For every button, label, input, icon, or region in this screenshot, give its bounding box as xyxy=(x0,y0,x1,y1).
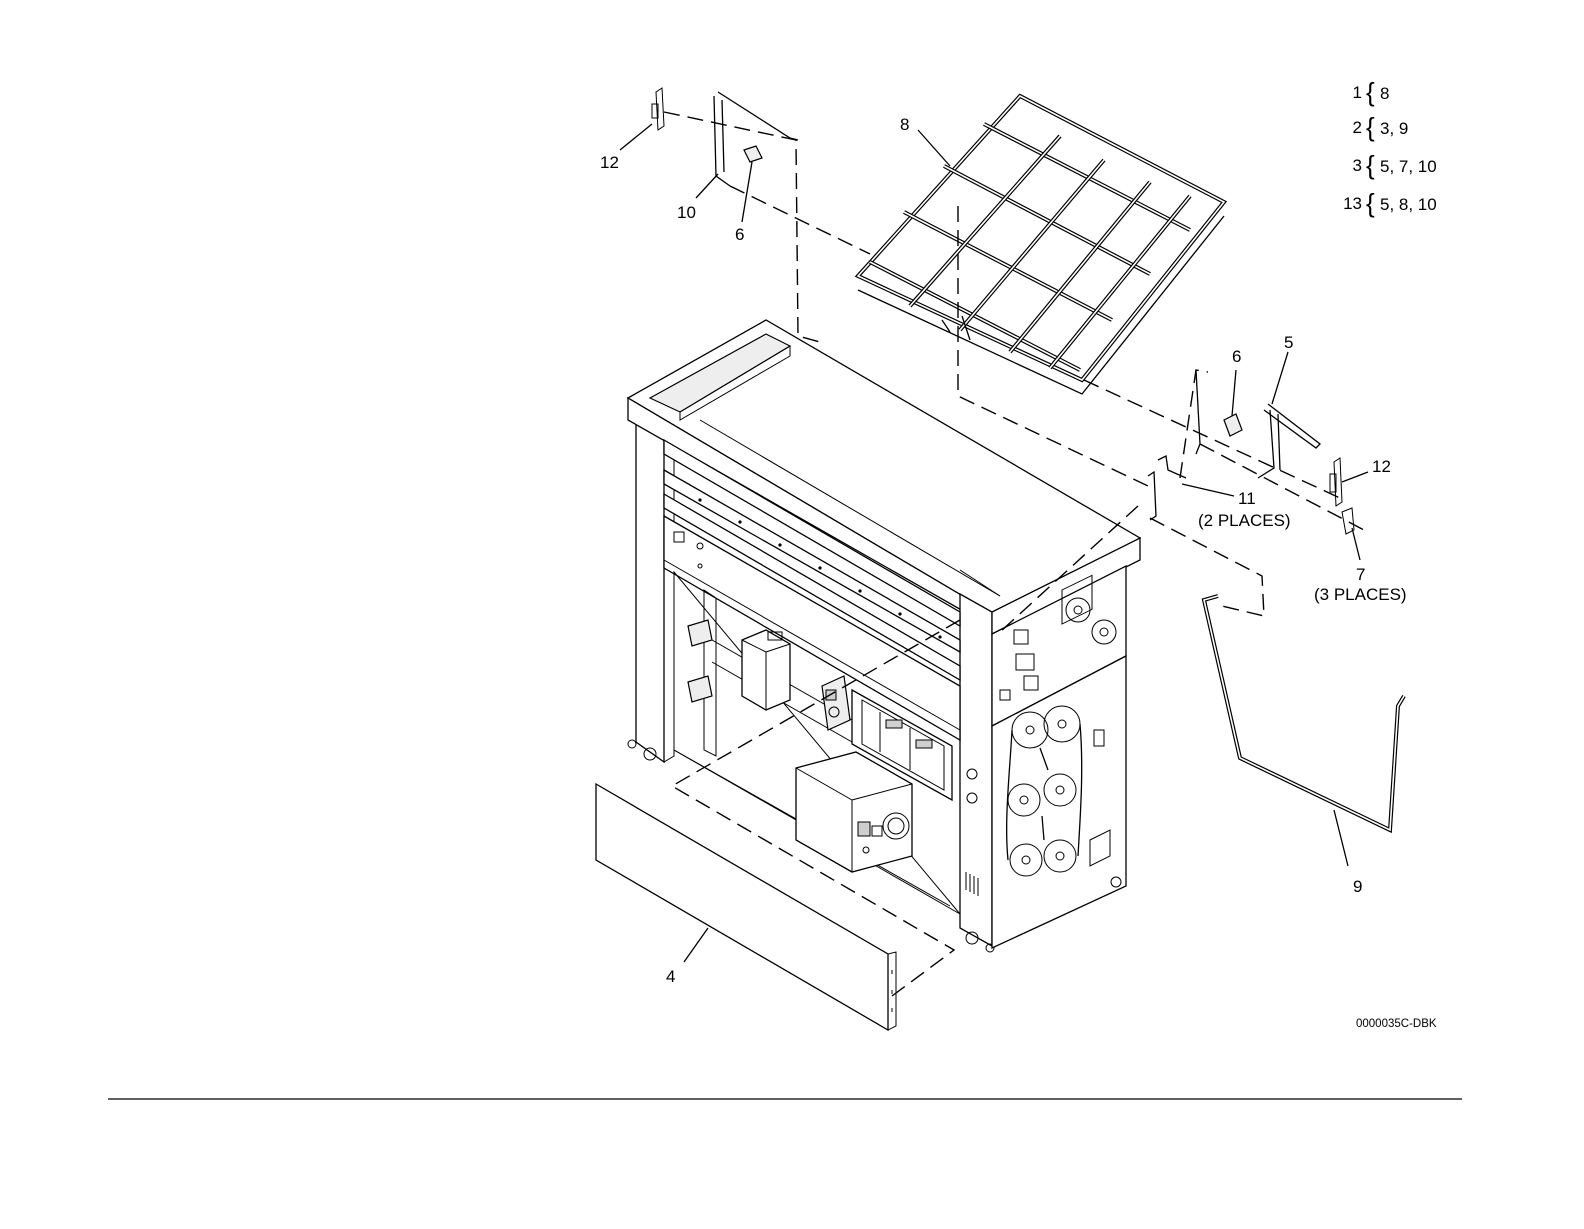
callout-4: 4 xyxy=(666,967,675,986)
assembly-legend: 1 { 8 2 { 3, 9 3 { 5, 7, 10 13 { 5, 8, 1… xyxy=(1343,77,1437,218)
callout-12-right: 12 xyxy=(1372,457,1391,476)
callout-11: 11 xyxy=(1238,489,1256,508)
callout-9: 9 xyxy=(1353,877,1362,896)
callout-5: 5 xyxy=(1284,333,1293,352)
legend-row: 1 { 8 xyxy=(1353,77,1390,107)
legend-brace: { xyxy=(1366,150,1375,180)
legend-brace: { xyxy=(1366,77,1375,107)
callout-11-places-note: (2 PLACES) xyxy=(1198,511,1291,530)
output-tray-wire-basket xyxy=(858,96,1224,394)
callout-7: 7 xyxy=(1356,565,1365,584)
callout-6-left: 6 xyxy=(735,225,744,244)
legend-item-number: 3 xyxy=(1353,156,1362,175)
legend-parts: 5, 8, 10 xyxy=(1380,195,1437,214)
legend-brace: { xyxy=(1366,112,1375,142)
figure-code: 0000035C-DBK xyxy=(1356,1018,1437,1030)
legend-brace: { xyxy=(1366,188,1375,218)
callout-7-places-note: (3 PLACES) xyxy=(1314,585,1407,604)
legend-parts: 3, 9 xyxy=(1380,119,1408,138)
callout-12-left: 12 xyxy=(600,153,619,172)
tray-wire-support-9 xyxy=(1204,596,1404,830)
tray-support-bracket-11 xyxy=(1148,456,1186,520)
legend-parts: 5, 7, 10 xyxy=(1380,157,1437,176)
legend-item-number: 1 xyxy=(1353,83,1362,102)
legend-row: 13 { 5, 8, 10 xyxy=(1343,188,1437,218)
legend-item-number: 2 xyxy=(1353,118,1362,137)
legend-item-number: 13 xyxy=(1343,194,1362,213)
left-tray-bracket xyxy=(652,88,798,186)
legend-parts: 8 xyxy=(1380,84,1389,103)
callout-10: 10 xyxy=(677,203,696,222)
legend-row: 3 { 5, 7, 10 xyxy=(1353,150,1437,180)
callout-8: 8 xyxy=(900,115,909,134)
legend-row: 2 { 3, 9 xyxy=(1353,112,1409,142)
callout-6-right: 6 xyxy=(1232,347,1241,366)
